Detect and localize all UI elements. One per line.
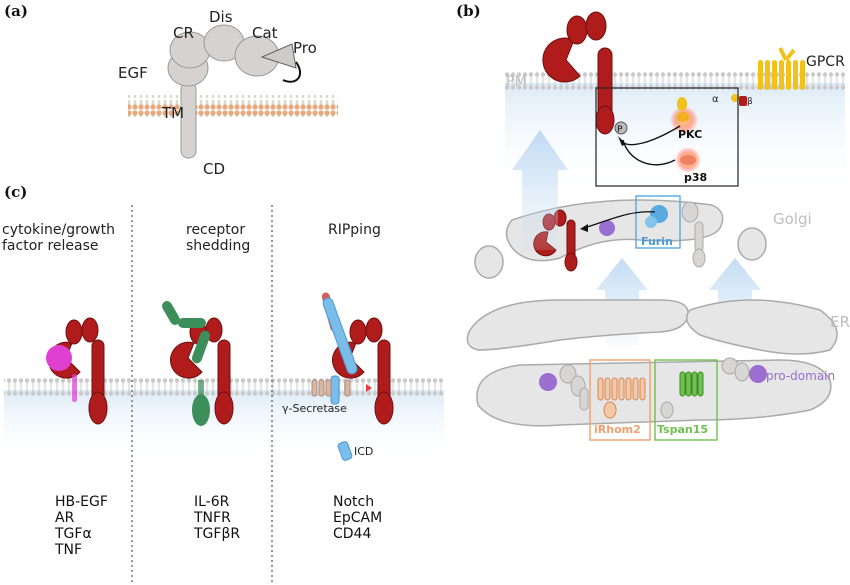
golgi-vesicle-1 — [474, 245, 504, 279]
tspan15-protein — [660, 371, 704, 419]
adam-at-pm — [542, 11, 615, 135]
label-cd: CD — [203, 160, 225, 178]
label-golgi: Golgi — [773, 210, 812, 228]
irhom2-protein — [597, 377, 646, 419]
label-beta: β — [747, 97, 753, 107]
col2-example-1: IL-6R — [194, 494, 230, 510]
icd-fragment — [337, 441, 353, 461]
ligand-stub — [72, 374, 77, 402]
col3-example-2: EpCAM — [333, 510, 382, 526]
label-pm: PM — [506, 74, 527, 90]
label-icd: ICD — [354, 445, 373, 458]
furin-arrowhead — [580, 224, 588, 232]
panel-b-label: (b) — [456, 2, 481, 20]
membrane-a — [128, 95, 338, 117]
grey-adam-er-2 — [721, 357, 750, 382]
transport-arrow-pm — [512, 130, 568, 250]
p38-arrow — [622, 139, 676, 166]
label-gamma-secretase: γ-Secretase — [282, 402, 347, 415]
label-phospho: P — [617, 125, 623, 135]
label-p38: p38 — [684, 171, 707, 184]
col2-heading-line2: shedding — [186, 238, 250, 254]
panel-c-label: (c) — [4, 183, 27, 201]
col2-example-2: TNFR — [193, 510, 231, 526]
prodomain-er-1 — [539, 373, 557, 391]
panel-a-label: (a) — [4, 2, 28, 20]
label-tm: TM — [161, 104, 184, 122]
col1-example-3: TGFα — [54, 526, 92, 542]
prodomain-er-2 — [749, 365, 767, 383]
ligand-shed — [46, 345, 72, 371]
label-cat: Cat — [252, 24, 278, 42]
golgi-vesicle-2 — [737, 227, 767, 261]
col2-example-3: TGFβR — [193, 526, 240, 542]
g-alpha — [731, 94, 739, 102]
label-pro-domain: pro-domain — [766, 369, 835, 383]
col3-example-3: CD44 — [333, 526, 371, 542]
er-sheet-1 — [466, 299, 689, 351]
label-er: ER — [830, 313, 850, 331]
label-tspan15: Tspan15 — [657, 423, 708, 436]
col2-heading-line1: receptor — [186, 222, 245, 238]
phospho-site — [614, 121, 628, 135]
label-alpha: α — [712, 94, 719, 105]
pro-linker — [282, 61, 302, 83]
label-dis: Dis — [209, 8, 233, 26]
panel-c: (c) cytokine/growth factor release HB-EG… — [2, 183, 444, 585]
label-egf: EGF — [118, 64, 148, 82]
panel-a: (a) EGF CR Dis Cat Pro TM CD — [4, 2, 338, 178]
col2-adam — [170, 317, 234, 425]
gamma-secretase-complex — [311, 379, 351, 397]
grey-adam-golgi — [681, 201, 706, 268]
furin-arrow — [583, 211, 656, 229]
grey-adam-er-1 — [559, 364, 589, 411]
arrowhead-signal — [618, 136, 626, 146]
shed-receptor — [162, 301, 211, 426]
panel-b: (b) PM GPCR α β — [456, 2, 850, 441]
g-beta — [739, 96, 747, 106]
er-sheet-2 — [685, 299, 838, 355]
label-pro: Pro — [293, 39, 317, 57]
col3-heading-line1: RIPping — [328, 222, 381, 238]
cleaved-prodomain — [599, 220, 615, 236]
col1-example-4: TNF — [54, 542, 82, 558]
col3-example-1: Notch — [333, 494, 374, 510]
p38-molecule — [680, 155, 696, 165]
pkc-molecule-2 — [677, 112, 689, 122]
pkc-molecule — [677, 97, 687, 111]
col1-heading-line1: cytokine/growth — [2, 222, 115, 238]
tspan15-box — [654, 359, 718, 441]
col1-example-1: HB-EGF — [55, 494, 108, 510]
signaling-box — [595, 87, 739, 187]
cleavage-arrow — [366, 384, 372, 392]
pro-domain-a — [260, 43, 297, 69]
notch-receptor — [321, 292, 358, 405]
furin-protein-2 — [645, 216, 657, 228]
label-irhom2: iRhom2 — [594, 423, 641, 436]
cat-domain — [234, 35, 279, 77]
label-pkc: PKC — [678, 128, 702, 141]
label-gpcr: GPCR — [806, 54, 845, 70]
label-cr: CR — [173, 24, 194, 42]
gpcr — [758, 47, 805, 90]
furin-box — [635, 195, 681, 249]
col1-example-2: AR — [55, 510, 75, 526]
irhom2-box — [589, 359, 651, 441]
label-furin: Furin — [641, 235, 673, 248]
cytoplasm-b — [505, 83, 845, 193]
col1-heading-line2: factor release — [2, 238, 99, 254]
